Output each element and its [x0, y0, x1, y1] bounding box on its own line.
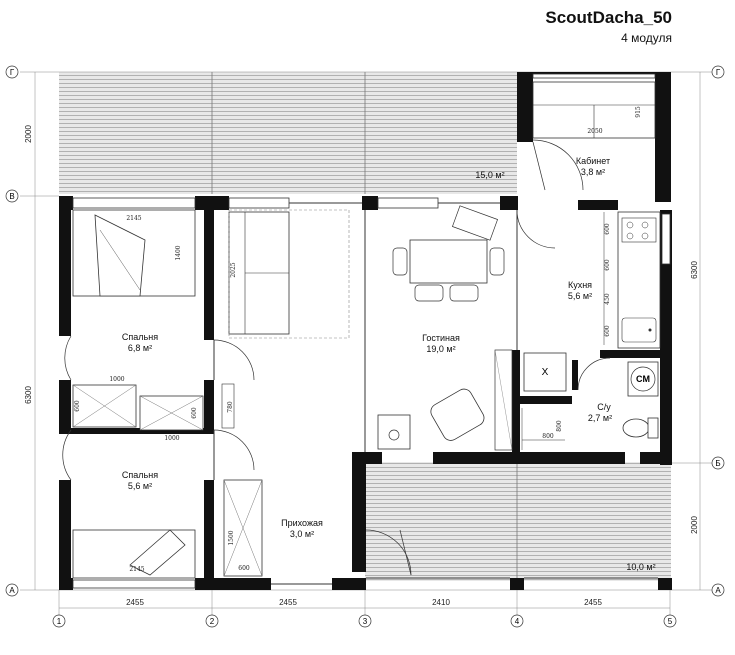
svg-text:2000: 2000: [690, 516, 699, 534]
svg-text:3: 3: [363, 617, 368, 626]
door-swings: [62, 139, 611, 576]
kitchen-area: 5,6 м²: [568, 291, 592, 301]
svg-text:600: 600: [604, 223, 611, 235]
svg-text:1400: 1400: [175, 245, 182, 260]
project-subtitle: 4 модуля: [621, 31, 672, 45]
svg-text:600: 600: [191, 407, 198, 419]
kitchen-name: Кухня: [568, 280, 592, 290]
svg-text:780: 780: [227, 401, 234, 413]
column-marker-1: 1: [52, 614, 66, 628]
wc: X CM С/у 2,7 м² 800 800: [521, 352, 659, 450]
bedroom2: 1000 600 Спальня 5,6 м² 2145: [72, 395, 204, 579]
svg-text:2000: 2000: [24, 125, 33, 143]
bedroom1-name: Спальня: [122, 332, 158, 342]
svg-text:В: В: [9, 192, 14, 201]
svg-text:Г: Г: [10, 68, 15, 77]
svg-text:800: 800: [556, 420, 563, 432]
svg-text:2455: 2455: [584, 598, 602, 607]
column-marker-3: 3: [358, 614, 372, 628]
svg-text:5: 5: [668, 617, 673, 626]
hall-name: Прихожая: [281, 518, 323, 528]
living-room: 2025 Гостиная 19,0 м²: [228, 205, 513, 451]
svg-text:450: 450: [604, 293, 611, 305]
boiler-symbol: X: [542, 367, 549, 378]
kitchen: 600 600 450 600 Кухня 5,6 м²: [568, 211, 661, 349]
bed-2-blanket: [129, 529, 186, 576]
svg-text:2410: 2410: [432, 598, 450, 607]
wc-area: 2,7 м²: [588, 413, 612, 423]
bedroom2-name: Спальня: [122, 470, 158, 480]
boiler: [523, 352, 567, 392]
washer-symbol: CM: [636, 374, 650, 384]
bedroom1: 2145 1400 Спальня 6,8 м² 1000 600: [72, 209, 196, 428]
terrace-top: [59, 72, 517, 194]
dining-table: [409, 239, 488, 284]
svg-text:2025: 2025: [230, 262, 237, 277]
svg-text:600: 600: [604, 259, 611, 271]
terrace-bottom-area: 10,0 м²: [626, 562, 655, 572]
svg-text:4: 4: [515, 617, 520, 626]
svg-text:1: 1: [57, 617, 62, 626]
row-marker-a-right: А: [711, 583, 725, 597]
column-marker-5: 5: [663, 614, 677, 628]
svg-text:6300: 6300: [690, 261, 699, 279]
column-marker-4: 4: [510, 614, 524, 628]
armchair: [430, 388, 485, 441]
washing-machine: [627, 361, 659, 397]
study-area: 3,8 м²: [581, 167, 605, 177]
hob: [621, 217, 657, 243]
toilet: [622, 418, 650, 438]
study: 2050 915 Кабинет 3,8 м²: [532, 81, 656, 177]
column-marker-2: 2: [205, 614, 219, 628]
terrace-top-area: 15,0 м²: [475, 170, 504, 180]
svg-text:600: 600: [604, 325, 611, 337]
row-marker-a-left: А: [5, 583, 19, 597]
svg-text:А: А: [715, 586, 721, 595]
hall: 1500 600 780 Прихожая 3,0 м²: [221, 383, 323, 577]
row-marker-g-left: Г: [5, 65, 19, 79]
svg-text:А: А: [9, 586, 15, 595]
svg-text:915: 915: [635, 106, 642, 118]
living-name: Гостиная: [422, 333, 460, 343]
svg-text:1000: 1000: [109, 376, 124, 383]
svg-text:600: 600: [238, 565, 250, 572]
bed-1-blanket: [94, 214, 146, 297]
row-marker-g-right: Г: [711, 65, 725, 79]
bedroom1-area: 6,8 м²: [128, 343, 152, 353]
svg-text:2145: 2145: [126, 215, 141, 222]
terrace-bottom: [365, 462, 671, 581]
project-title: ScoutDacha_50: [545, 8, 672, 27]
svg-text:600: 600: [74, 400, 81, 412]
svg-text:Б: Б: [715, 459, 720, 468]
axis-markers: Г Г В Б А А 1 2 3 4 5: [5, 65, 725, 628]
svg-text:2050: 2050: [587, 128, 602, 135]
svg-text:1500: 1500: [228, 530, 235, 545]
row-marker-v-left: В: [5, 189, 19, 203]
sink: [621, 317, 657, 343]
svg-text:800: 800: [542, 433, 554, 440]
svg-text:2145: 2145: [129, 566, 144, 573]
svg-text:Г: Г: [716, 68, 721, 77]
svg-text:2: 2: [210, 617, 215, 626]
outer-dimensions: 2455 2455 2410 2455 2000 6300 6300 2000: [24, 125, 699, 607]
svg-text:2455: 2455: [279, 598, 297, 607]
hall-area: 3,0 м²: [290, 529, 314, 539]
svg-text:2455: 2455: [126, 598, 144, 607]
svg-text:1000: 1000: [164, 435, 179, 442]
windows: [72, 73, 671, 589]
wc-name: С/у: [597, 402, 611, 412]
bedroom2-area: 5,6 м²: [128, 481, 152, 491]
rug: [228, 209, 350, 339]
study-name: Кабинет: [576, 156, 610, 166]
svg-text:6300: 6300: [24, 386, 33, 404]
row-marker-b-right: Б: [711, 456, 725, 470]
living-area: 19,0 м²: [426, 344, 455, 354]
